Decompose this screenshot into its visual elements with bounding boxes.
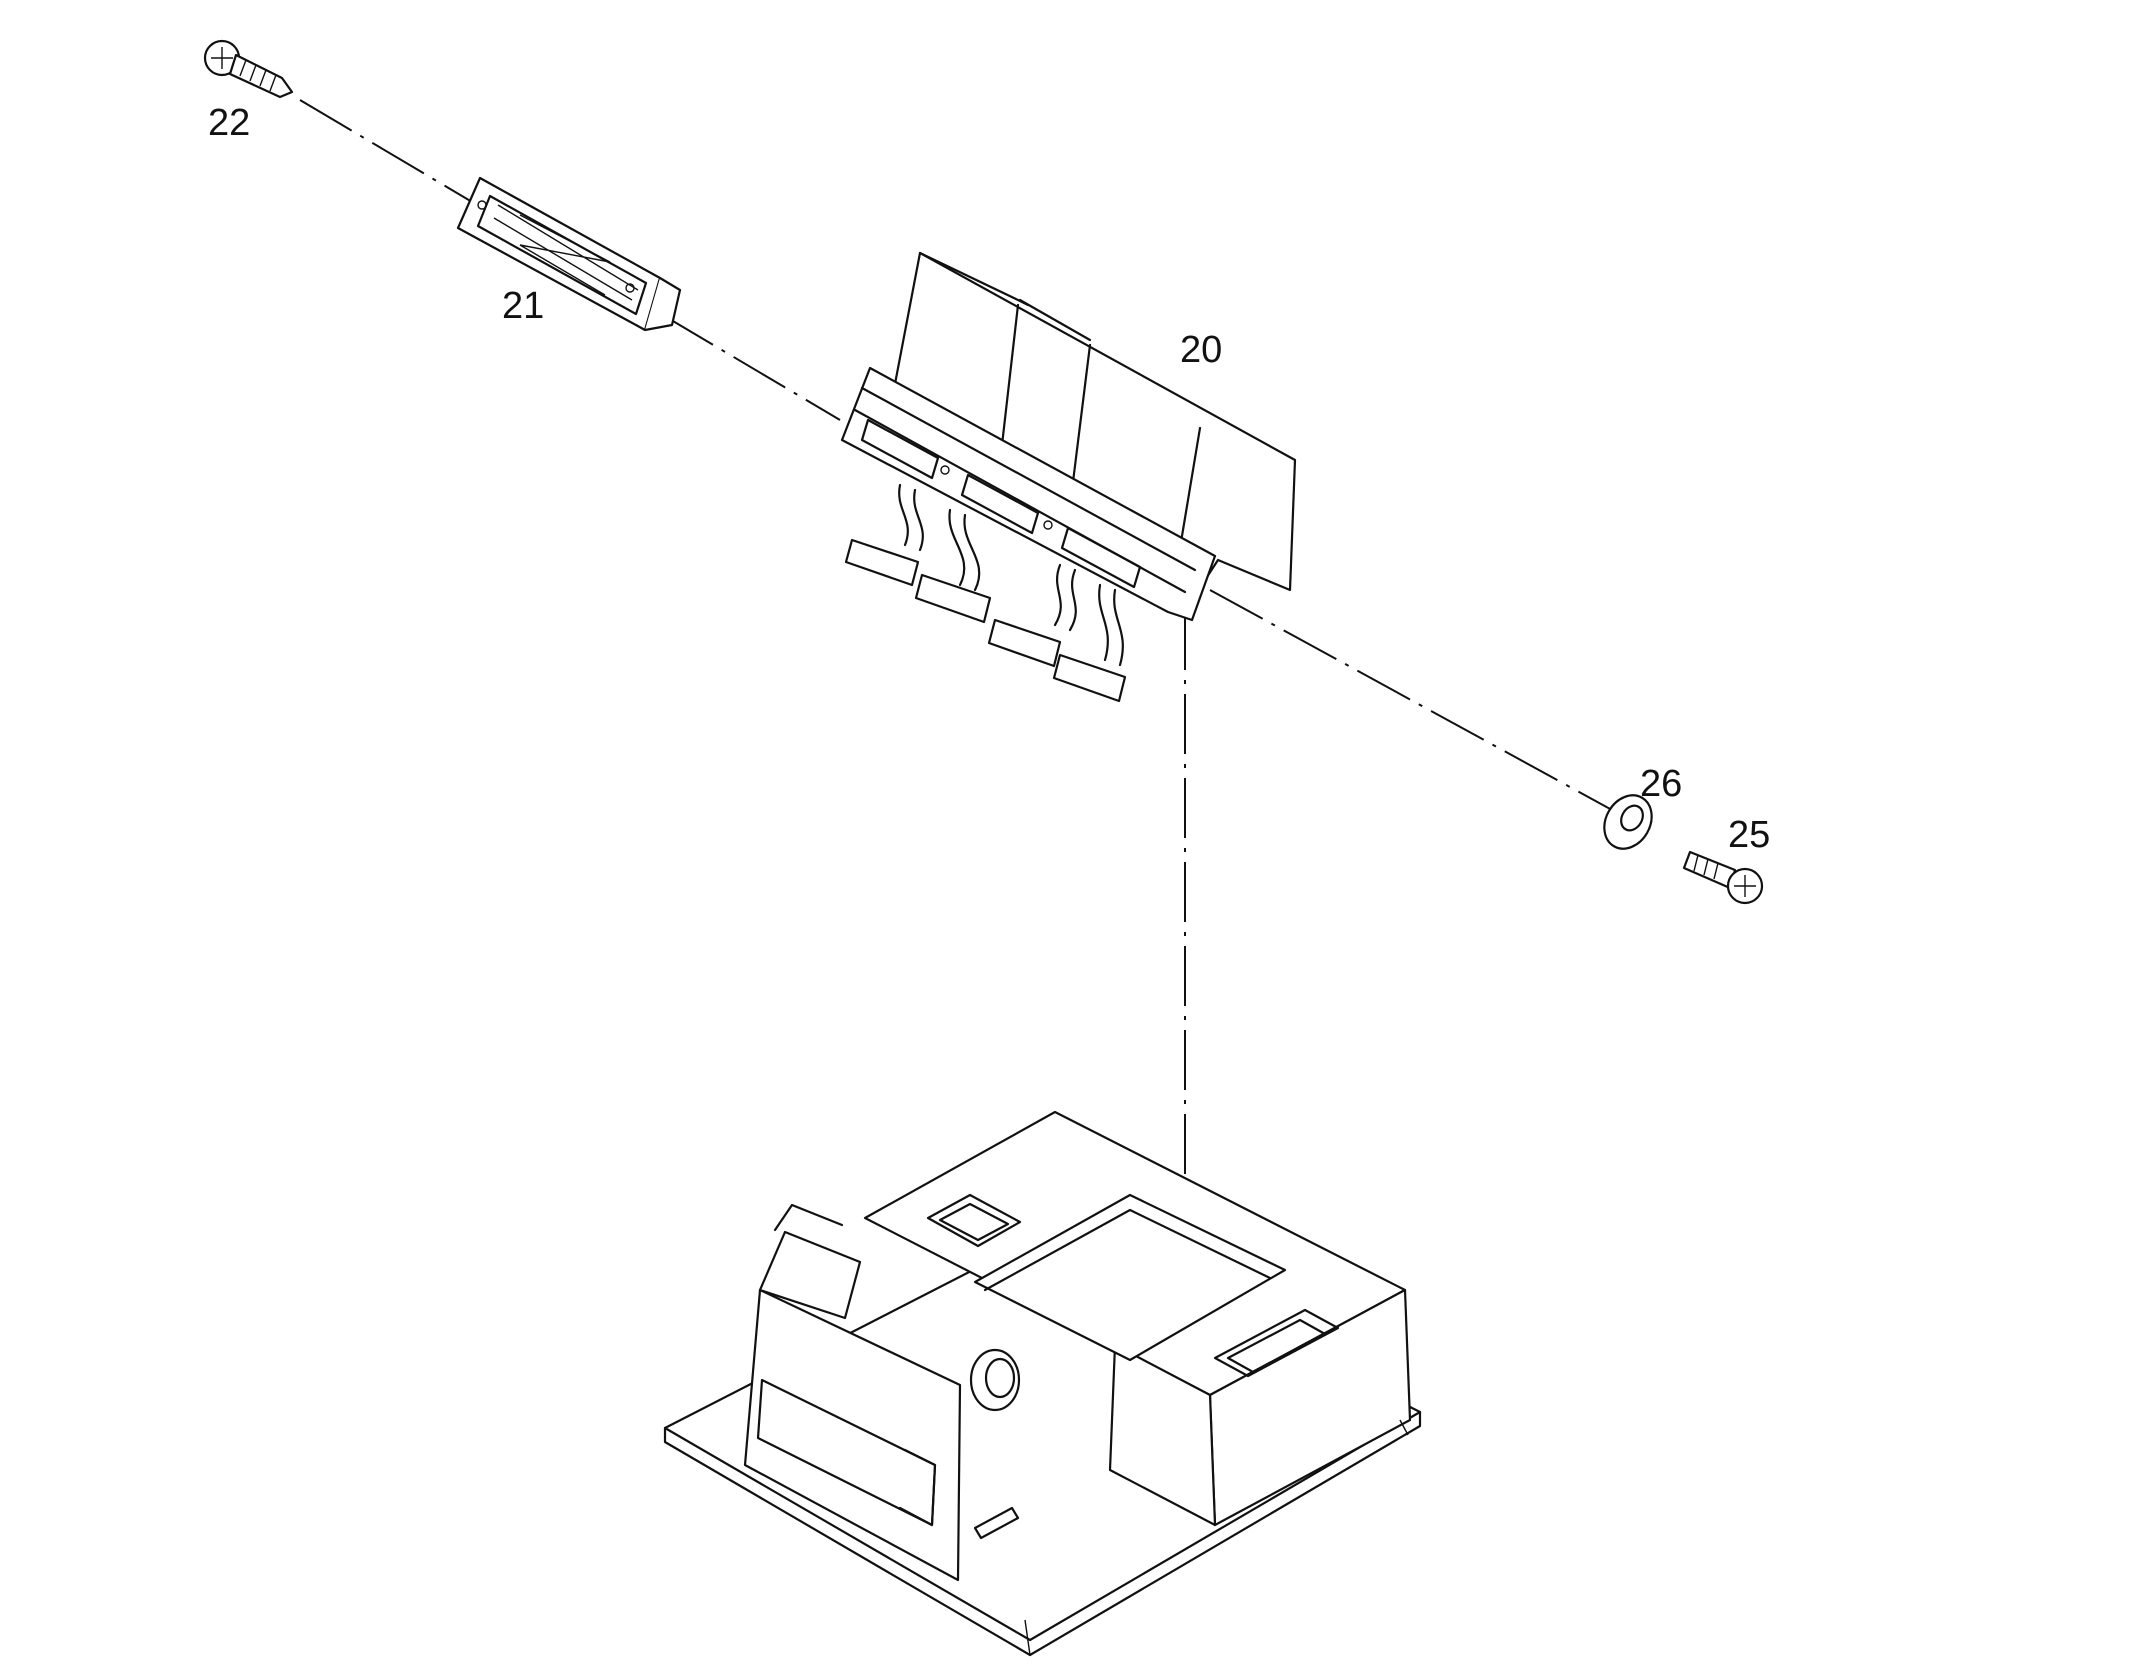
callout-21: 21 [502,285,544,327]
connector-bracket-21-icon [456,176,682,332]
callout-20: 20 [1180,329,1222,371]
base-chassis-icon [663,1110,1422,1657]
washer-26-icon [1603,794,1653,850]
screw-25-icon [1682,850,1764,905]
callout-25: 25 [1728,814,1770,856]
callout-22: 22 [208,102,250,144]
screw-22-icon [203,39,294,99]
cable-assembly-20-icon [840,251,1297,703]
axis-line-lower [1209,589,1613,811]
axis-line-upper [299,99,841,421]
callout-26: 26 [1640,763,1682,805]
